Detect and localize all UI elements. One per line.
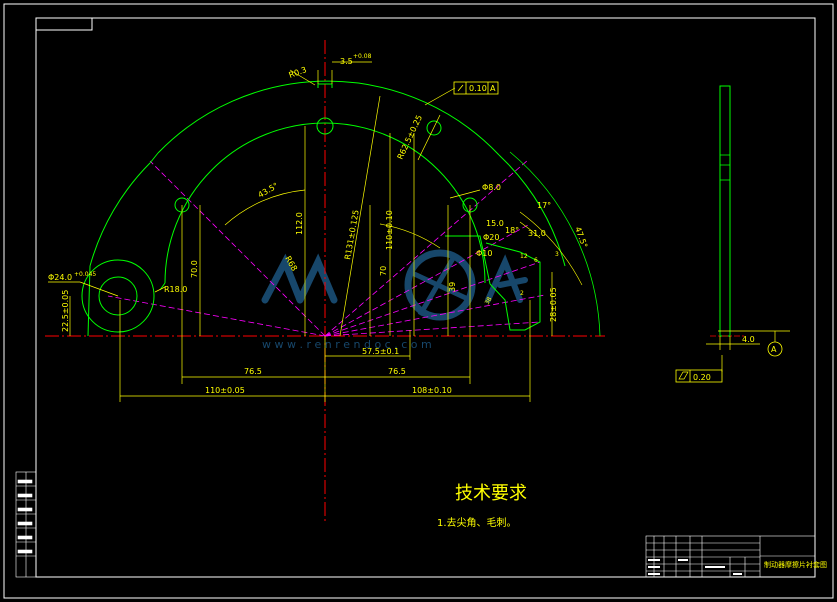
dim-225: 22.5±0.05 <box>61 290 70 332</box>
dim-a-10: Φ10 <box>476 249 492 258</box>
title-block-fills <box>648 559 742 575</box>
dim-765-right: 76.5 <box>388 367 406 376</box>
dim-slot-tol: +0.08 <box>353 53 372 60</box>
pos-tol-value: 0.10 <box>469 84 487 93</box>
left-boss-hole <box>98 276 138 316</box>
sheet-outer-border <box>3 3 834 599</box>
dim-r-slot: R0.3 <box>288 65 308 80</box>
dim-a-20: Φ20 <box>483 233 499 242</box>
dim-hole-dia: Φ8.0 <box>482 183 501 192</box>
dim-small-3: 3 <box>555 251 559 258</box>
dim-height-1120: 112.0 <box>295 212 304 235</box>
datum-a-label: A <box>771 345 777 354</box>
construction-lines <box>107 159 546 337</box>
dim-28: 28±0.05 <box>549 287 558 322</box>
top-hole <box>316 117 334 135</box>
title-block <box>645 535 816 578</box>
part-outline <box>81 80 566 337</box>
dim-a-17: 17° <box>537 201 551 210</box>
dim-slot-width: 3.5 <box>340 57 353 66</box>
flatness-value: 0.20 <box>693 373 711 382</box>
dim-a-31: 31.0 <box>528 229 546 238</box>
dim-r-180: R18.0 <box>164 285 187 294</box>
dim-height-110: 110±0.10 <box>385 210 394 250</box>
title-block-drawing-name: 制动器摩擦片衬套图 <box>764 560 827 569</box>
dim-110: 110±0.05 <box>205 386 245 395</box>
dim-hole-left-tol: +0.045 <box>74 271 96 278</box>
sheet-inner-border <box>35 17 816 578</box>
dim-a-475: 47.5° <box>573 226 589 250</box>
position-tolerance-frame: 0.10 A <box>453 81 499 95</box>
dim-thickness: 4.0 <box>742 335 755 344</box>
datum-a-circle <box>767 341 783 357</box>
dimension-lines <box>48 61 553 402</box>
dim-small-2: 2 <box>520 290 524 297</box>
dim-108: 108±0.10 <box>412 386 452 395</box>
dim-angle-435: 43.5° <box>257 181 280 200</box>
right-upper-hole <box>426 120 442 136</box>
dim-small-12: 12 <box>520 253 528 260</box>
left-boss-outer <box>81 259 155 333</box>
notes-item1: 1.去尖角、毛刺。 <box>437 516 517 529</box>
dim-hole-left: Φ24.0 <box>48 273 72 282</box>
right-outer-arc <box>509 151 601 337</box>
top-left-code-box <box>35 17 93 31</box>
dim-small-38: 38 <box>484 296 494 306</box>
left-signoff-table <box>15 471 37 578</box>
dim-a-18: 18° <box>505 226 519 235</box>
dim-height-70b: 70 <box>379 266 388 276</box>
dim-765-left: 76.5 <box>244 367 262 376</box>
side-view <box>675 85 790 383</box>
dim-39: 39 <box>448 282 457 292</box>
notes-title: 技术要求 <box>455 483 527 504</box>
dim-height-70: 70.0 <box>190 260 199 278</box>
dim-small-6: 6 <box>534 257 538 264</box>
dim-r-131: R131±0.125 <box>343 209 361 260</box>
right-dim-arc <box>519 211 583 286</box>
watermark-url: w w w . r e n r e n d o c . c o m <box>262 338 432 351</box>
dim-a-150: 15.0 <box>486 219 504 228</box>
dim-575: 57.5±0.1 <box>362 347 399 356</box>
pos-tol-datum: A <box>490 84 496 93</box>
